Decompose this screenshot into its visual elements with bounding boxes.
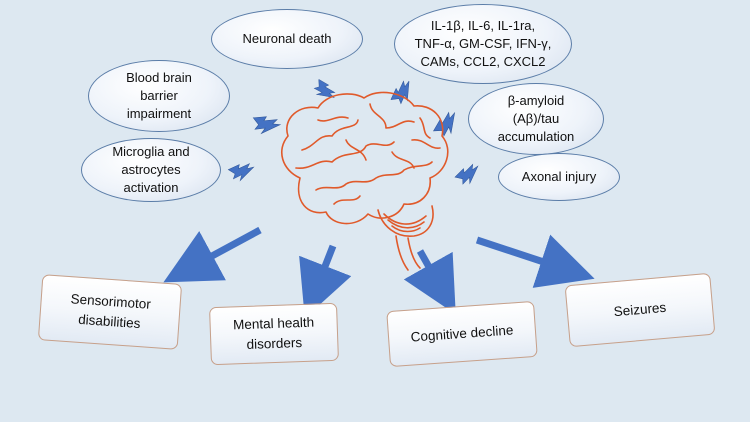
effect-amyloid-tau: β-amyloid (Aβ)/tau accumulation xyxy=(468,83,604,155)
effect-blood-brain-barrier: Blood brain barrier impairment xyxy=(88,60,230,132)
effect-axonal-injury: Axonal injury xyxy=(498,153,620,201)
outcome-cognitive-decline: Cognitive decline xyxy=(386,300,538,368)
lightning-bolt-icon xyxy=(227,163,255,181)
brain-icon xyxy=(280,91,449,271)
outcome-sensorimotor: Sensorimotor disabilities xyxy=(37,274,183,350)
arrow-to-seizures xyxy=(475,234,595,288)
lightning-bolt-icon xyxy=(248,111,282,139)
arrow-to-mental xyxy=(299,244,352,319)
effect-neuronal-death: Neuronal death xyxy=(211,9,363,69)
arrow-to-cognitive xyxy=(403,249,456,315)
effect-microglia-astrocytes: Microglia and astrocytes activation xyxy=(81,138,221,202)
arrow-to-sensorimotor xyxy=(163,226,262,283)
outcome-seizures: Seizures xyxy=(564,272,716,348)
effect-cytokines: IL-1β, IL-6, IL-1ra, TNF-α, GM-CSF, IFN-… xyxy=(394,4,572,84)
outcome-mental-health: Mental health disorders xyxy=(209,302,339,366)
lightning-bolt-icon xyxy=(429,109,464,142)
lightning-bolt-icon xyxy=(452,162,483,188)
